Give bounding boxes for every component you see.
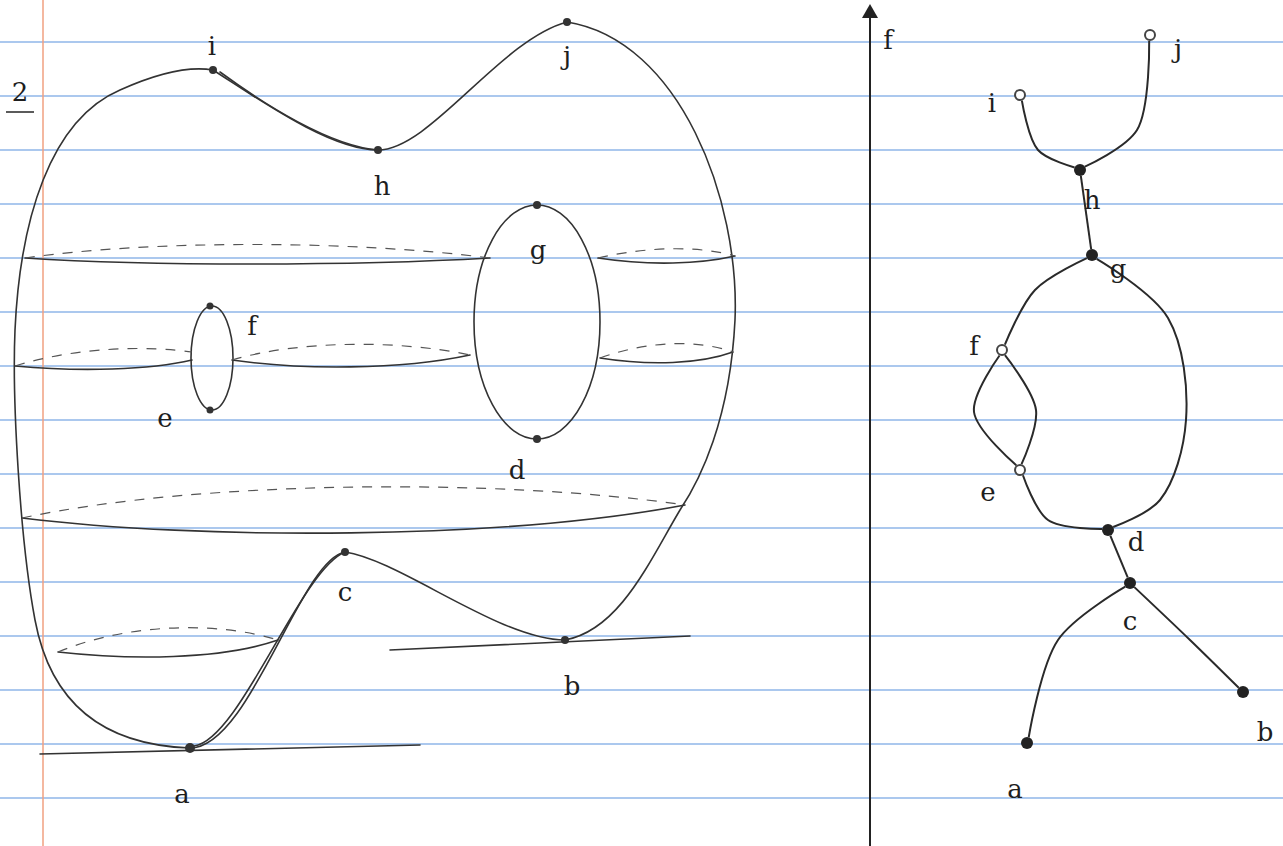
figure-number: 2	[12, 79, 29, 105]
graph-vertex: f	[996, 344, 1008, 356]
vertex-label: g	[1110, 256, 1127, 282]
graph-vertex: i	[1014, 89, 1026, 101]
critical-point-label: g	[530, 237, 547, 263]
graph-edge	[1022, 101, 1075, 168]
vertex-label: e	[980, 479, 995, 505]
vertex-label: f	[969, 333, 979, 359]
graph-edge	[1097, 259, 1187, 527]
graph-vertex: e	[1014, 464, 1026, 476]
graph-vertex: c	[1124, 577, 1136, 589]
graph-vertex: h	[1074, 164, 1086, 176]
vertex-label: b	[1257, 719, 1274, 745]
graph-edge	[1110, 536, 1127, 578]
vertex-label: h	[1084, 187, 1101, 213]
graph-edge	[1134, 587, 1238, 688]
graph-edge	[974, 355, 1016, 465]
vertex-label: c	[1123, 608, 1138, 634]
graph-vertex: b	[1237, 686, 1249, 698]
axis-label: f	[883, 27, 893, 53]
critical-point-label: f	[247, 313, 257, 339]
graph-vertex: d	[1102, 524, 1114, 536]
vertex-label: a	[1007, 776, 1023, 802]
critical-point-label: h	[374, 173, 391, 199]
vertex-label: j	[1174, 36, 1182, 62]
graph-vertex: a	[1021, 737, 1033, 749]
critical-point-label: b	[564, 673, 581, 699]
graph-vertex: j	[1144, 29, 1156, 41]
critical-point-label: d	[509, 457, 526, 483]
critical-point-label: a	[174, 781, 190, 807]
graph-edge	[1023, 475, 1102, 529]
graph-edge	[1005, 258, 1087, 345]
graph-edge	[1005, 355, 1036, 464]
critical-point-label: e	[157, 405, 172, 431]
critical-point-label: i	[208, 33, 216, 59]
vertex-label: d	[1128, 529, 1145, 555]
graph-edge	[1085, 41, 1149, 167]
critical-point-label: j	[563, 43, 571, 69]
graph-vertex: g	[1086, 249, 1098, 261]
vertex-label: i	[988, 90, 996, 116]
graph-edge	[1029, 587, 1126, 738]
critical-point-label: c	[338, 579, 353, 605]
